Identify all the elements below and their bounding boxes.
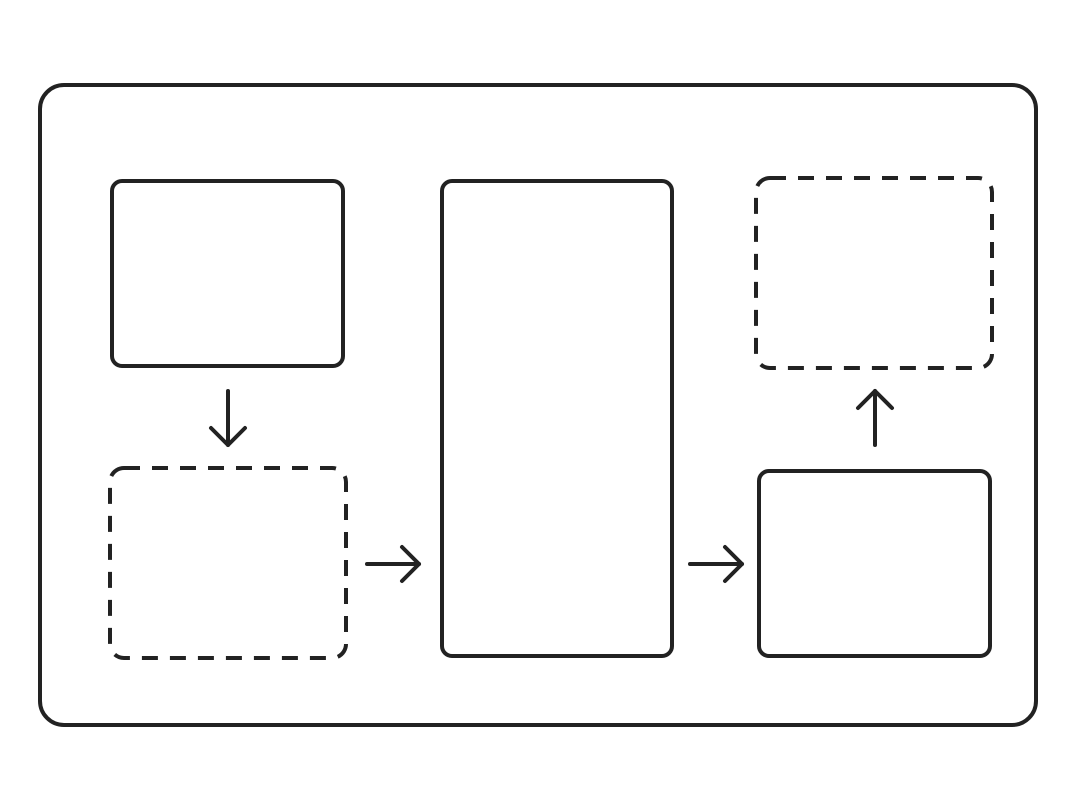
arrow-right-icon: [688, 545, 744, 583]
arrow-up-icon: [856, 389, 894, 447]
top-left-box: [110, 179, 345, 368]
top-right-box: [754, 176, 994, 370]
bottom-left-box: [108, 466, 348, 660]
bottom-right-box: [757, 469, 992, 658]
arrow-right-icon: [365, 545, 421, 583]
arrow-down-icon: [209, 389, 247, 447]
outer-frame: [38, 83, 1038, 727]
center-tall-box: [440, 179, 674, 658]
